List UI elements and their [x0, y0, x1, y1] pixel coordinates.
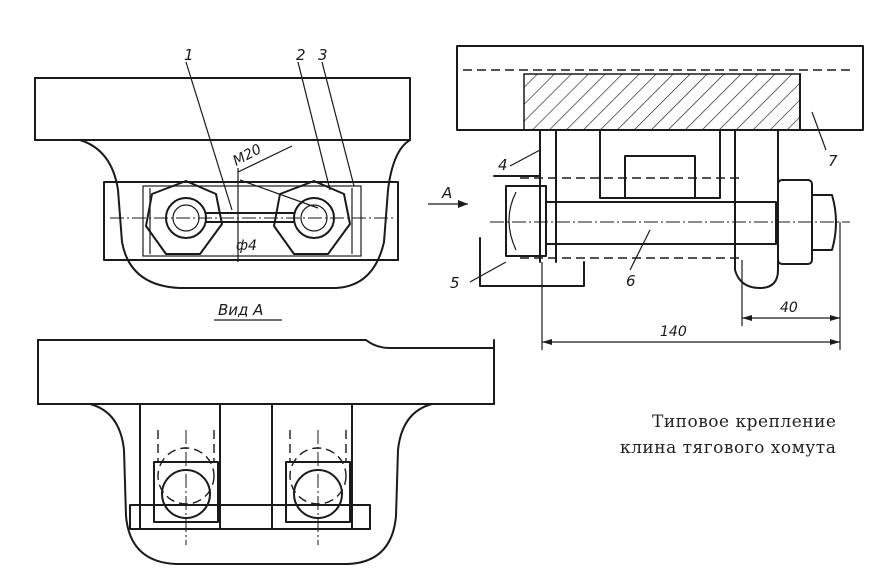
part-7-label: 7	[828, 152, 838, 170]
left-nut	[145, 180, 223, 255]
part-4-label: 4	[498, 156, 508, 174]
caption-line-1: Типовое крепление	[652, 412, 837, 432]
front-view: М20 ф4 1 2 3	[34, 46, 411, 289]
bolt	[545, 201, 777, 245]
side-section: А 4 5 6 7 40 140	[428, 45, 864, 350]
caption-line-2: клина тягового хомута	[620, 438, 837, 458]
part-2-label: 2	[296, 46, 306, 64]
part-1-label: 1	[184, 46, 194, 64]
right-nut	[273, 180, 351, 255]
view-a-label: Вид А	[218, 301, 263, 319]
hole-dimension: ф4	[236, 238, 257, 254]
arrow-a-icon	[458, 200, 468, 208]
view-a: Вид А	[37, 301, 495, 565]
part-5-label: 5	[450, 274, 460, 292]
wedge-hatched	[523, 73, 801, 131]
safety-wire	[205, 212, 295, 223]
view-arrow-label: А	[441, 184, 452, 202]
dim-140: 140	[660, 324, 687, 340]
dim-40: 40	[780, 300, 798, 316]
thread-dimension: М20	[230, 141, 264, 169]
part-3-label: 3	[318, 46, 328, 64]
part-6-label: 6	[626, 272, 636, 290]
